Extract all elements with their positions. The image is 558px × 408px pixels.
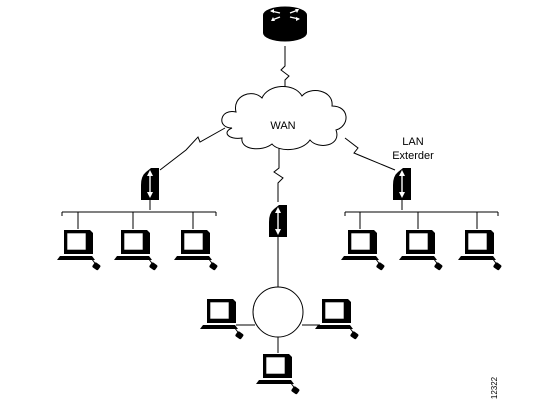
workstation-icon [113, 229, 159, 272]
router-wan-link [280, 46, 290, 96]
lan-extender-icon [392, 167, 412, 201]
workstation-icon [314, 298, 360, 341]
router-icon [263, 6, 307, 42]
lan-extender-label-line2: Exterder [392, 150, 434, 162]
network-links [61, 46, 499, 353]
lan-extender-icon [140, 167, 160, 201]
workstation-icon [457, 229, 503, 272]
token-ring-icon [252, 286, 304, 338]
workstation-icon [56, 229, 102, 272]
workstation-icon [173, 229, 219, 272]
wan-center-extender-link [273, 146, 284, 202]
lan-extender-icon [268, 204, 288, 238]
wan-label: WAN [270, 120, 295, 132]
wan-cloud-icon [221, 86, 347, 150]
lan-extender-label-line1: LAN [402, 136, 423, 148]
wan-left-extender-link [159, 127, 226, 171]
workstation-icon [340, 229, 386, 272]
workstation-icon [255, 353, 301, 396]
workstation-icon [199, 298, 245, 341]
figure-number: 12322 [490, 376, 499, 399]
wan-right-extender-link [344, 137, 396, 171]
workstation-icon [398, 229, 444, 272]
